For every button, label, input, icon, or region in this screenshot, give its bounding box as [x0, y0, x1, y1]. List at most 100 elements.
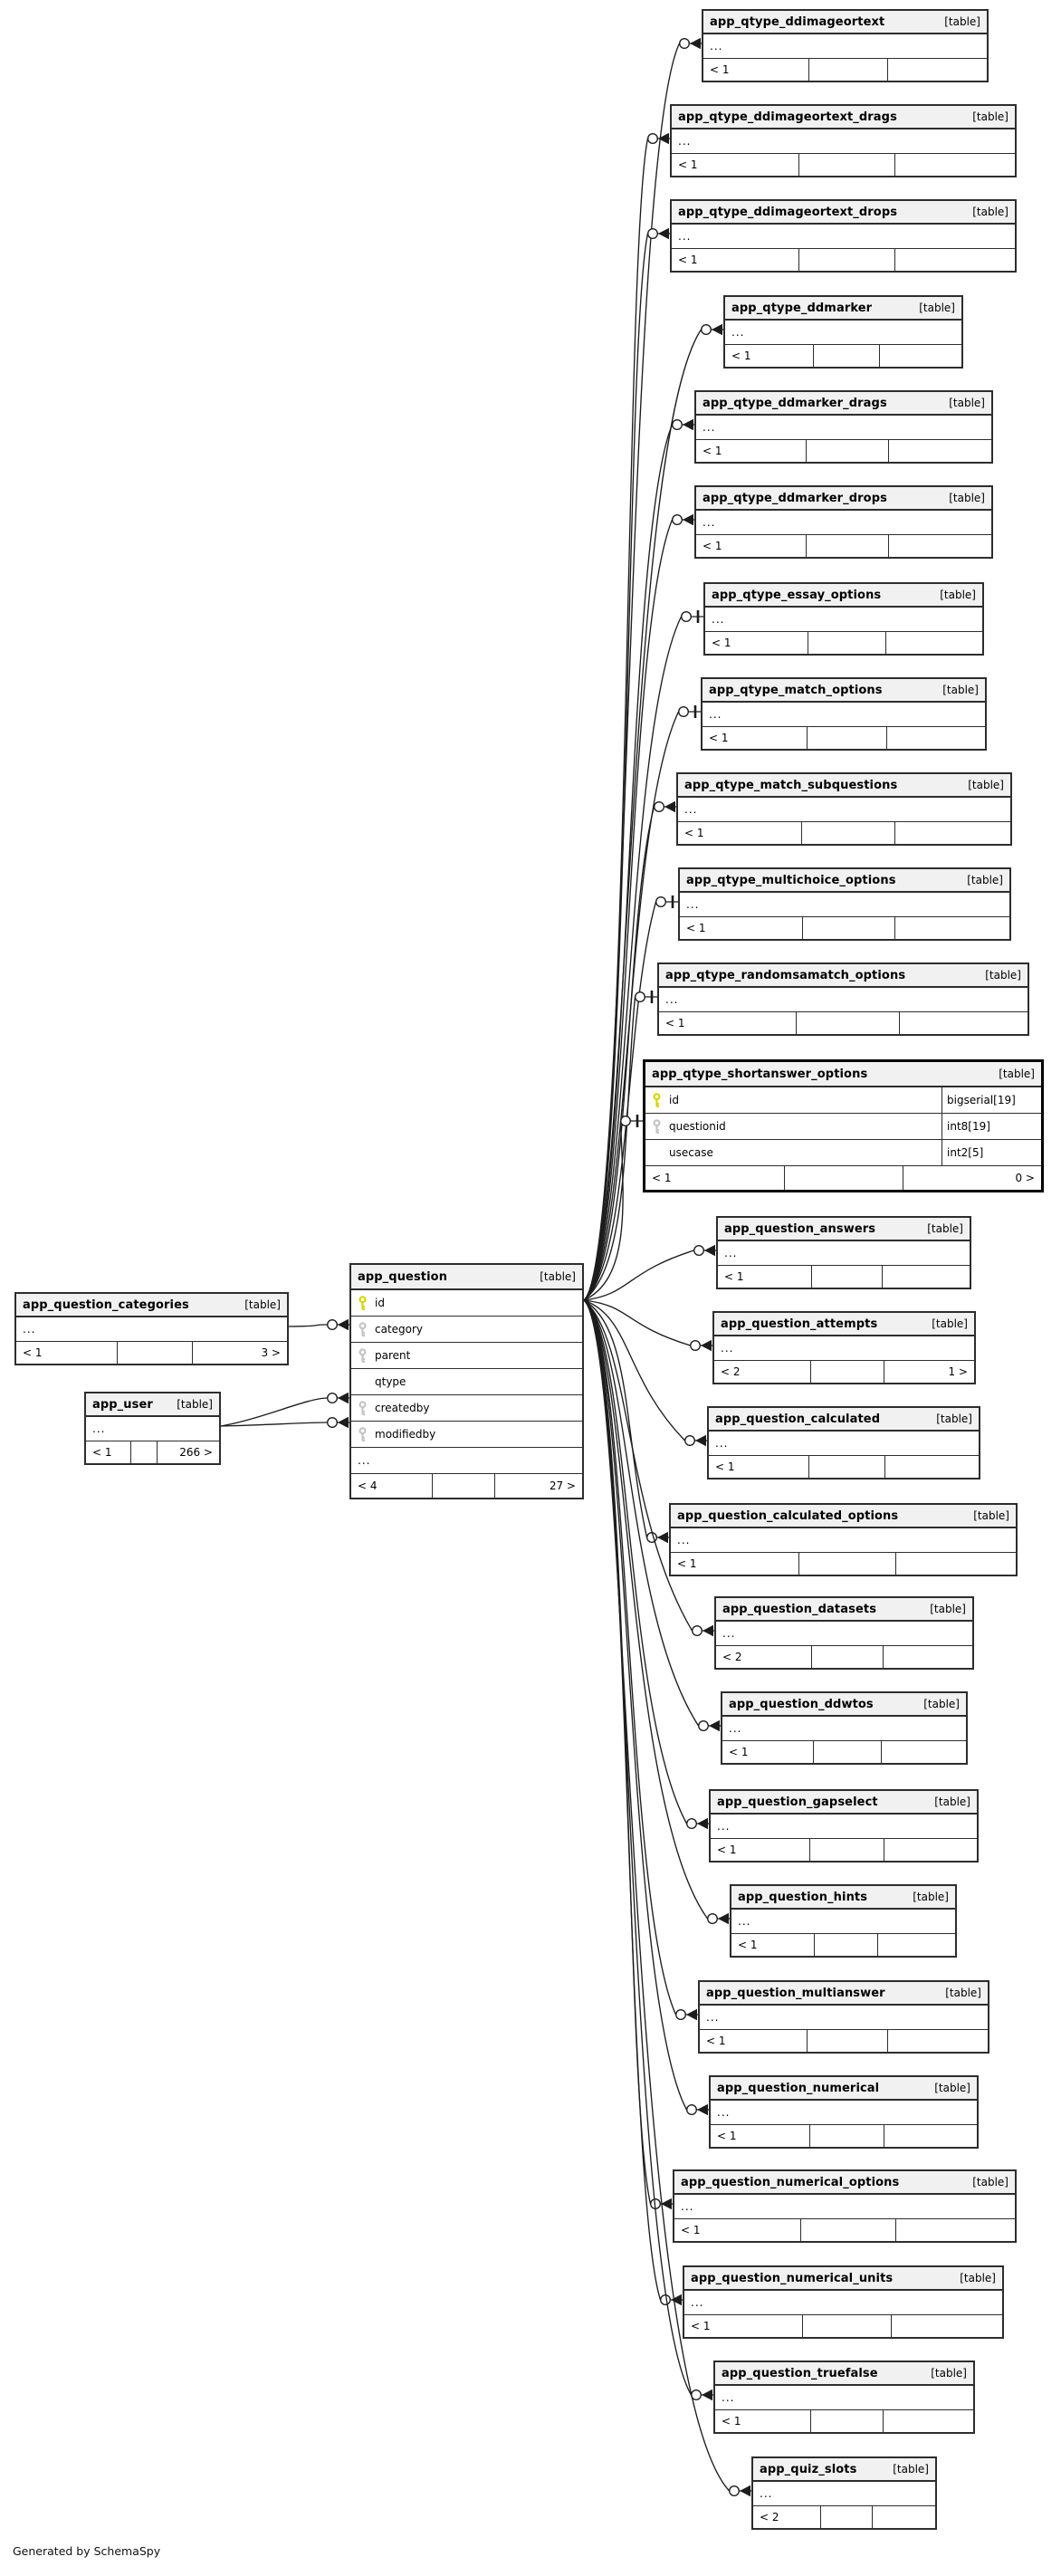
- table-node-app_quiz_slots[interactable]: app_quiz_slots[table]...< 2: [751, 2456, 937, 2530]
- incoming-count: < 1: [715, 1460, 735, 1473]
- relationship-line: [583, 1299, 685, 1441]
- zero-or-one-circle: [672, 419, 683, 430]
- table-name: app_question_numerical_units: [691, 2271, 894, 2285]
- incoming-count: < 1: [712, 637, 731, 649]
- outgoing-count: [887, 535, 991, 557]
- columns-ellipsis: ...: [738, 1915, 751, 1928]
- relationship-line: [583, 806, 655, 1301]
- table-node-app_qtype_randomsamatch_options[interactable]: app_qtype_randomsamatch_options[table]..…: [657, 962, 1029, 1036]
- crow-foot-arrow: [683, 513, 693, 526]
- table-node-app_question_numerical_units[interactable]: app_question_numerical_units[table]...< …: [683, 2265, 1004, 2339]
- table-node-app_qtype_match_subquestions[interactable]: app_qtype_match_subquestions[table]...< …: [676, 772, 1012, 846]
- table-node-app_question_multianswer[interactable]: app_question_multianswer[table]...< 1: [698, 1980, 989, 2054]
- ellipsis-row: ...: [696, 511, 991, 535]
- table-badge: [table]: [919, 302, 955, 314]
- footer-spacer: [798, 1553, 895, 1575]
- table-node-app_question_numerical[interactable]: app_question_numerical[table]...< 1: [709, 2075, 979, 2149]
- table-node-app_qtype_essay_options[interactable]: app_qtype_essay_options[table]...< 1: [703, 582, 984, 656]
- zero-or-one-circle: [647, 133, 658, 144]
- zero-or-one-circle: [655, 896, 666, 907]
- relationship-line: [288, 1324, 328, 1327]
- columns-ellipsis: ...: [358, 1454, 371, 1467]
- incoming-count: < 1: [691, 2320, 711, 2332]
- table-header: app_question_answers[table]: [718, 1218, 970, 1241]
- table-node-app_question_answers[interactable]: app_question_answers[table]...< 1: [716, 1216, 971, 1289]
- column-row-parent: parent: [351, 1343, 582, 1369]
- table-node-app_qtype_ddimageortext_drags[interactable]: app_qtype_ddimageortext_drags[table]...<…: [670, 104, 1017, 177]
- footer-spacer: [798, 249, 894, 271]
- table-badge: [table]: [930, 1603, 966, 1615]
- ellipsis-row: ...: [725, 321, 961, 345]
- table-header: app_question_multianswer[table]: [700, 1982, 988, 2006]
- outgoing-count: [887, 440, 991, 462]
- ellipsis-row: ...: [678, 798, 1010, 822]
- relationship-count-footer: < 1: [684, 2315, 1002, 2337]
- table-node-app_question_numerical_options[interactable]: app_question_numerical_options[table]...…: [673, 2169, 1017, 2243]
- table-name: app_question_answers: [724, 1221, 876, 1236]
- table-header: app_qtype_match_options[table]: [703, 679, 985, 703]
- relationship-count-footer: < 1: [696, 535, 991, 557]
- table-node-app_question_hints[interactable]: app_question_hints[table]...< 1: [730, 1884, 957, 1958]
- incoming-count: < 1: [678, 254, 698, 266]
- table-node-app_question_calculated_options[interactable]: app_question_calculated_options[table]..…: [669, 1503, 1018, 1576]
- table-name: app_qtype_match_options: [709, 683, 883, 697]
- ellipsis-row: ...: [659, 988, 1028, 1012]
- crow-foot-arrow: [338, 1416, 349, 1429]
- columns-ellipsis: ...: [23, 1323, 36, 1336]
- crow-foot-arrow: [671, 2294, 682, 2306]
- columns-ellipsis: ...: [703, 516, 716, 529]
- column-name: qtype: [375, 1375, 406, 1388]
- footer-spacer: [800, 822, 894, 844]
- table-node-app_qtype_ddmarker[interactable]: app_qtype_ddmarker[table]...< 1: [723, 295, 963, 369]
- table-header: app_question_calculated_options[table]: [671, 1505, 1016, 1528]
- table-node-app_question_ddwtos[interactable]: app_question_ddwtos[table]...< 1: [721, 1691, 968, 1765]
- table-node-app_question_calculated[interactable]: app_question_calculated[table]...< 1: [707, 1406, 980, 1480]
- incoming-count: < 1: [92, 1446, 112, 1459]
- footer-spacer: [801, 2315, 891, 2337]
- table-node-app_question_gapselect[interactable]: app_question_gapselect[table]...< 1: [709, 1789, 979, 1863]
- table-node-app_qtype_match_options[interactable]: app_qtype_match_options[table]...< 1: [701, 677, 987, 751]
- table-name: app_question_calculated: [715, 1412, 881, 1426]
- zero-or-one-circle: [620, 1116, 631, 1126]
- relationship-line: [583, 1299, 662, 2301]
- zero-or-one-circle: [672, 514, 683, 525]
- relationship-line: [220, 1422, 328, 1427]
- table-node-app_qtype_ddmarker_drags[interactable]: app_qtype_ddmarker_drags[table]...< 1: [694, 390, 993, 464]
- column-name: createdby: [375, 1402, 430, 1414]
- table-node-app_qtype_multichoice_options[interactable]: app_qtype_multichoice_options[table]...<…: [678, 867, 1011, 941]
- crow-foot-arrow: [709, 1719, 720, 1732]
- relationship-line: [583, 1299, 709, 1920]
- column-row-id: id: [351, 1290, 582, 1317]
- zero-or-one-circle: [327, 1417, 338, 1428]
- table-node-app_question_truefalse[interactable]: app_question_truefalse[table]...< 1: [713, 2361, 975, 2434]
- table-name: app_question_categories: [23, 1298, 189, 1312]
- footer-spacer: [798, 154, 894, 176]
- relationship-count-footer: < 1: [671, 1553, 1016, 1575]
- relationship-line: [583, 138, 649, 1301]
- crow-foot-arrow: [658, 132, 669, 145]
- table-badge: [table]: [999, 1068, 1035, 1080]
- table-node-app_qtype_ddimageortext_drops[interactable]: app_qtype_ddimageortext_drops[table]...<…: [670, 199, 1017, 273]
- table-node-app_qtype_ddmarker_drops[interactable]: app_qtype_ddmarker_drops[table]...< 1: [694, 485, 993, 559]
- outgoing-count: [871, 2506, 935, 2528]
- column-type: int8[19]: [942, 1114, 1041, 1139]
- table-node-app_question_datasets[interactable]: app_question_datasets[table]...< 2: [714, 1596, 974, 1670]
- outgoing-count: [883, 2410, 973, 2432]
- relationship-line: [583, 1299, 648, 1538]
- table-header: app_quiz_slots[table]: [753, 2458, 935, 2482]
- table-name: app_question_truefalse: [722, 2366, 878, 2380]
- zero-or-one-circle: [635, 991, 645, 1002]
- incoming-count: < 2: [722, 1651, 742, 1663]
- zero-or-one-circle: [707, 1913, 718, 1924]
- table-header: app_question_gapselect[table]: [711, 1791, 977, 1815]
- columns-ellipsis: ...: [665, 993, 679, 1006]
- incoming-count: < 1: [677, 1557, 697, 1570]
- table-node-app_qtype_ddimageortext[interactable]: app_qtype_ddimageortext[table]...< 1: [702, 9, 989, 82]
